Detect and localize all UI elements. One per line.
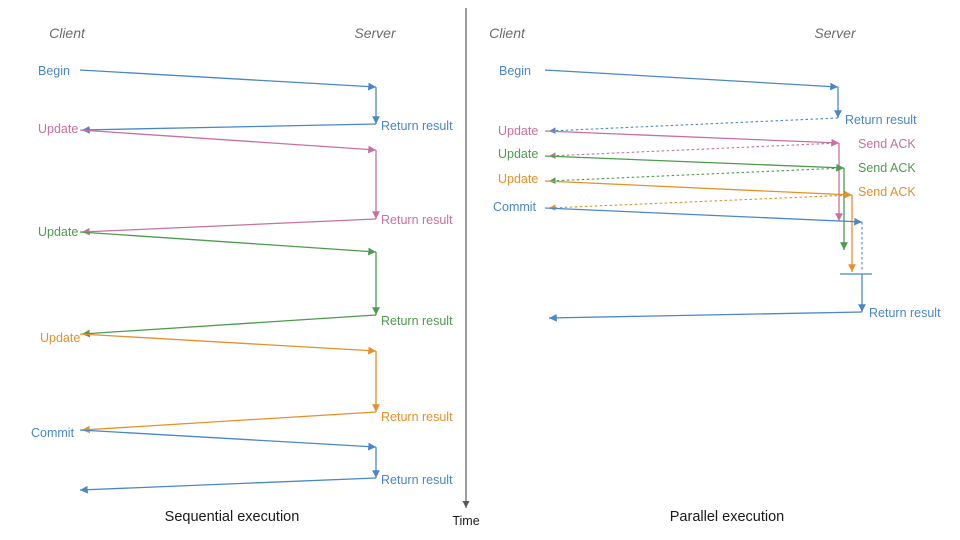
arrow-sequential-update-3-request xyxy=(79,333,377,355)
message-label-parallel-commit-response: Return result xyxy=(869,306,941,320)
arrow-sequential-commit-request xyxy=(79,429,377,451)
arrow-parallel-update-2-ack xyxy=(548,167,845,185)
arrow-parallel-update-3-request xyxy=(544,180,853,199)
message-label-parallel-begin-request: Begin xyxy=(499,64,531,78)
caption-parallel: Parallel execution xyxy=(670,509,784,525)
message-label-sequential-update-1-response: Return result xyxy=(381,213,453,227)
message-label-sequential-update-3-response: Return result xyxy=(381,410,453,424)
panel-parallel: Client Server Parallel execution xyxy=(489,25,857,525)
arrow-sequential-update-1-response xyxy=(81,218,377,236)
arrow-sequential-begin-response xyxy=(81,123,377,134)
message-label-parallel-update-3-ack: Send ACK xyxy=(858,185,916,199)
arrow-parallel-commit-response xyxy=(548,311,863,322)
message-label-sequential-update-1-request: Update xyxy=(38,122,78,136)
message-label-parallel-update-2-ack: Send ACK xyxy=(858,161,916,175)
message-label-sequential-update-2-response: Return result xyxy=(381,314,453,328)
arrow-parallel-update-1-request xyxy=(544,130,840,147)
panel-sequential: Client Server Sequential execution xyxy=(49,25,397,525)
lane-title-client-sequential: Client xyxy=(49,25,86,41)
lane-title-server-sequential: Server xyxy=(354,25,397,41)
message-label-parallel-update-1-request: Update xyxy=(498,124,538,138)
arrow-parallel-begin-ack xyxy=(548,117,839,135)
message-label-parallel-update-2-request: Update xyxy=(498,147,538,161)
arrow-sequential-update-3-response xyxy=(81,411,377,434)
message-label-parallel-update-1-ack: Send ACK xyxy=(858,137,916,151)
arrow-parallel-update-1-ack xyxy=(548,142,840,160)
arrow-parallel-update-2-request xyxy=(544,155,845,172)
message-label-sequential-update-3-request: Update xyxy=(40,331,80,345)
message-label-sequential-begin-request: Begin xyxy=(38,64,70,78)
arrow-parallel-begin-request xyxy=(544,69,839,91)
arrow-sequential-update-1-request xyxy=(79,129,377,154)
message-label-sequential-update-2-request: Update xyxy=(38,225,78,239)
message-label-parallel-commit-request: Commit xyxy=(493,200,537,214)
message-label-sequential-commit-response: Return result xyxy=(381,473,453,487)
arrow-sequential-commit-response xyxy=(79,477,377,494)
lane-title-client-parallel: Client xyxy=(489,25,526,41)
arrow-sequential-begin-request xyxy=(79,69,377,91)
time-axis: Time xyxy=(452,8,480,528)
message-label-parallel-update-3-request: Update xyxy=(498,172,538,186)
arrow-parallel-update-3-ack xyxy=(548,194,853,212)
lane-title-server-parallel: Server xyxy=(814,25,857,41)
message-label-parallel-begin-ack: Return result xyxy=(845,113,917,127)
arrow-sequential-update-2-request xyxy=(79,231,377,256)
caption-sequential: Sequential execution xyxy=(165,509,300,525)
message-label-sequential-begin-response: Return result xyxy=(381,119,453,133)
arrow-sequential-update-2-response xyxy=(81,314,377,338)
time-axis-label: Time xyxy=(452,514,479,528)
message-label-sequential-commit-request: Commit xyxy=(31,426,75,440)
arrow-parallel-commit-request xyxy=(544,207,863,226)
